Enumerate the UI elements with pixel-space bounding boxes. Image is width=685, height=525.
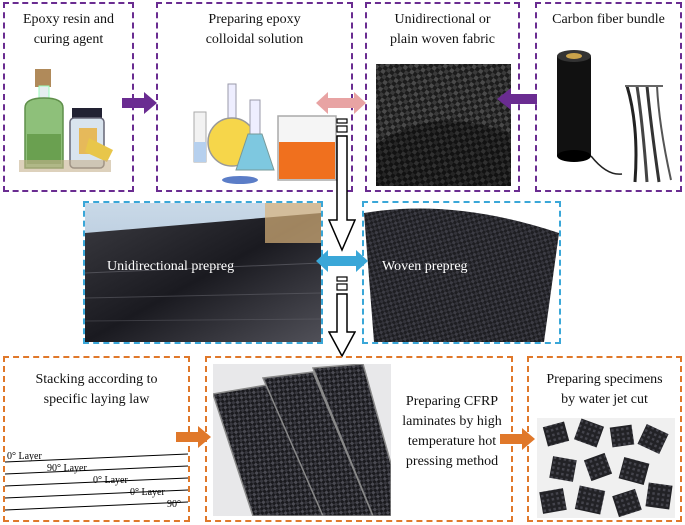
specimens-image [537, 418, 675, 518]
stacking-box: Stacking according to specific laying la… [3, 356, 190, 522]
epoxy-title-line2: curing agent [33, 32, 104, 47]
carbon-box: Carbon fiber bundle [535, 2, 682, 192]
arrow-right-icon [500, 428, 535, 450]
layer-label-1: 0° Layer [7, 451, 42, 462]
layer-stack-diagram: 0° Layer 90° Layer 0° Layer 0° Layer 90° [5, 451, 188, 511]
colloid-title-line2: colloidal solution [205, 32, 304, 47]
arrow-down-icon [328, 276, 356, 358]
colloid-box: Preparing epoxy colloidal solution [156, 2, 353, 192]
uni-prepreg-box: Unidirectional prepreg [83, 201, 323, 344]
specimens-title-line1: Preparing specimens [546, 372, 663, 387]
laminate-title-line2: laminates by high [402, 414, 502, 429]
specimens-title: Preparing specimens by water jet cut [529, 370, 680, 410]
cfrp-laminates-image [213, 364, 391, 516]
epoxy-title: Epoxy resin and curing agent [5, 10, 132, 50]
colloid-title: Preparing epoxy colloidal solution [158, 10, 351, 50]
epoxy-title-line1: Epoxy resin and [23, 12, 114, 27]
epoxy-box: Epoxy resin and curing agent [3, 2, 134, 192]
fabric-title-line1: Unidirectional or [394, 12, 491, 27]
carbon-title: Carbon fiber bundle [537, 10, 680, 30]
bottles-icon [19, 69, 113, 172]
layer-label-4: 0° Layer [130, 487, 165, 498]
laminate-title: Preparing CFRP laminates by high tempera… [393, 392, 511, 472]
carbon-title-line1: Carbon fiber bundle [552, 12, 665, 27]
woven-prepreg-box: Woven prepreg [362, 201, 561, 344]
colloid-title-line1: Preparing epoxy [208, 12, 301, 27]
stacking-title-line1: Stacking according to [35, 372, 158, 387]
woven-prepreg-label: Woven prepreg [382, 259, 468, 274]
fabric-title: Unidirectional or plain woven fabric [367, 10, 518, 50]
carbon-bundle-image [557, 50, 672, 183]
double-arrow-icon [316, 250, 368, 272]
arrow-left-icon [497, 88, 537, 110]
laminate-title-line3: temperature hot [407, 434, 497, 449]
lab-flasks-icon [193, 83, 337, 184]
uni-prepreg-label: Unidirectional prepreg [107, 259, 235, 274]
stacking-title: Stacking according to specific laying la… [5, 370, 188, 410]
uni-prepreg-image [85, 203, 321, 342]
layer-label-2: 90° Layer [47, 463, 87, 474]
woven-prepreg-image [364, 203, 559, 342]
layer-label-5: 90° [167, 499, 181, 510]
arrow-right-icon [176, 426, 211, 448]
laminate-title-line4: pressing method [405, 454, 499, 469]
arrow-down-icon [328, 118, 356, 252]
laminate-title-line1: Preparing CFRP [405, 394, 499, 409]
woven-fabric-image [376, 64, 511, 186]
layer-label-3: 0° Layer [93, 475, 128, 486]
fabric-title-line2: plain woven fabric [390, 32, 495, 47]
fabric-box: Unidirectional or plain woven fabric [365, 2, 520, 192]
arrow-right-icon [122, 92, 157, 114]
specimens-title-line2: by water jet cut [561, 392, 648, 407]
stacking-title-line2: specific laying law [43, 392, 150, 407]
laminate-box: Preparing CFRP laminates by high tempera… [205, 356, 513, 522]
double-arrow-icon [316, 92, 366, 114]
specimens-box: Preparing specimens by water jet cut [527, 356, 682, 522]
